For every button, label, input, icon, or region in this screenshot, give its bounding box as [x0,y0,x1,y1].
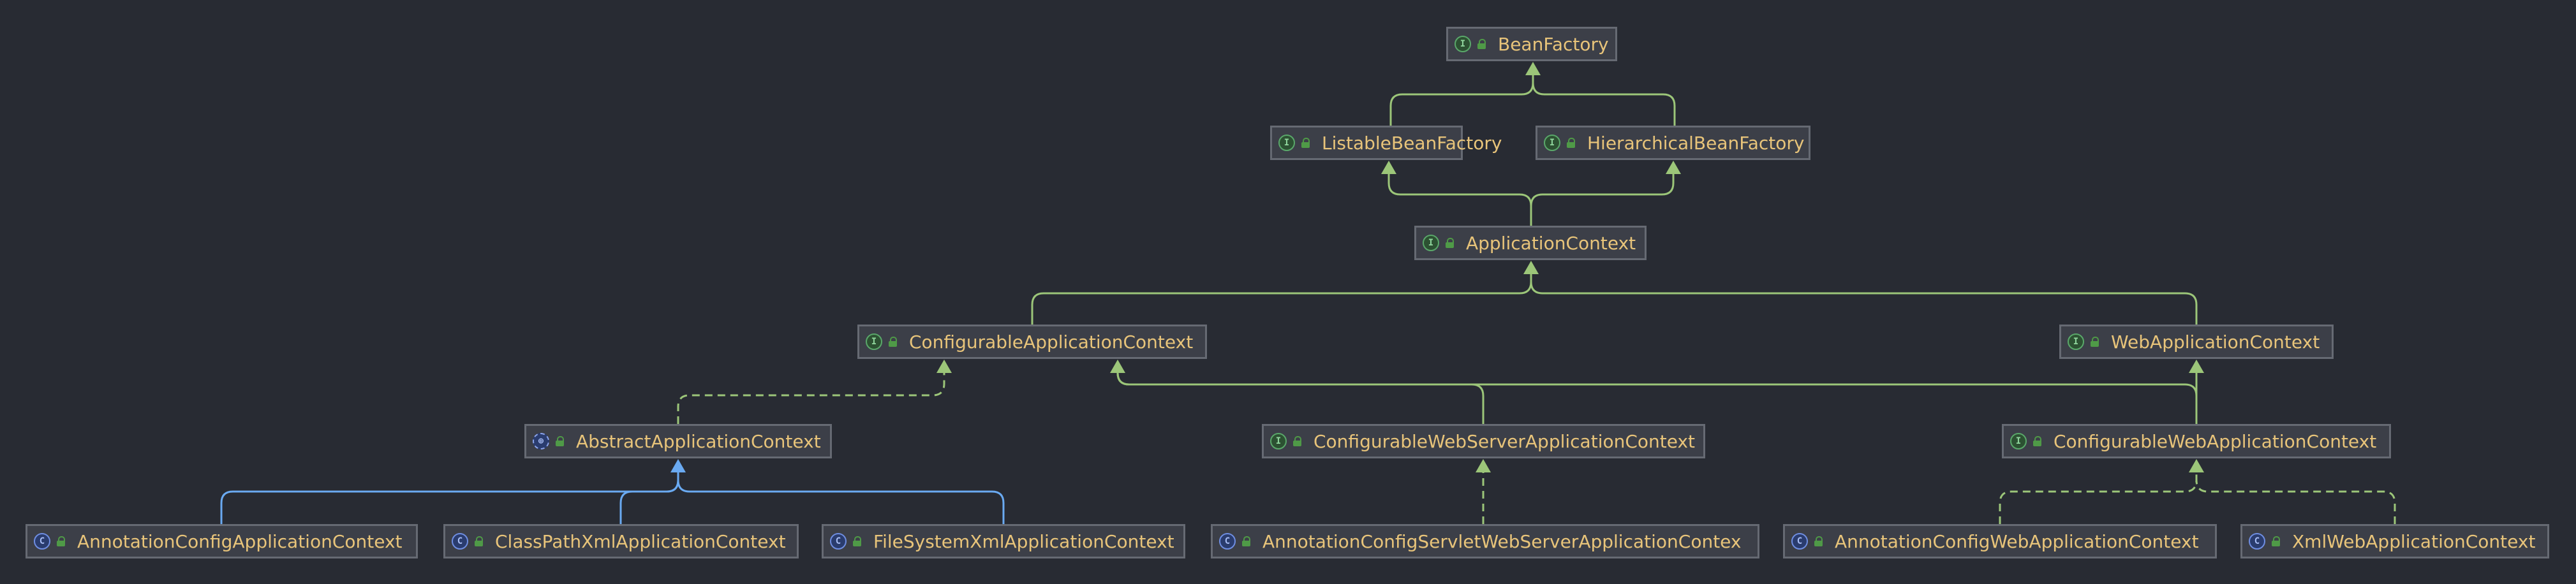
node-label: ApplicationContext [1466,232,1636,254]
public-lock-icon [887,336,899,347]
edge-annotation-config-web-application-context-to-configurable-web-application-context [1999,469,2198,524]
node-bean-factory[interactable]: I BeanFactory [1446,27,1617,61]
edge-web-application-context-to-application-context [1530,270,2198,325]
node-label: AnnotationConfigServletWebServerApplicat… [1262,530,1742,552]
edge-application-context-to-hierarchical-bean-factory [1530,170,1675,226]
node-label: AnnotationConfigApplicationContext [77,530,403,552]
arrowhead-hierarchical-bean-factory [1666,161,1681,174]
node-label: WebApplicationContext [2111,331,2320,353]
edge-file-system-xml-application-context-to-abstract-application-context [677,469,1005,524]
class-icon: C [2249,533,2265,550]
node-file-system-xml-application-context[interactable]: C FileSystemXmlApplicationContext [822,524,1185,558]
node-configurable-application-context[interactable]: I ConfigurableApplicationContext [857,325,1207,359]
node-label: ListableBeanFactory [1322,132,1502,154]
arrowhead-web-application-context [2189,360,2204,373]
public-lock-icon [2089,336,2101,347]
arrowhead-configurable-application-context [936,360,952,373]
public-lock-icon [1566,137,1577,149]
public-lock-icon [554,435,566,447]
edge-xml-web-application-context-to-configurable-web-application-context [2195,469,2396,524]
node-hierarchical-bean-factory[interactable]: I HierarchicalBeanFactory [1536,126,1810,160]
interface-icon: I [1455,36,1471,52]
node-abstract-application-context[interactable]: ⊕ AbstractApplicationContext [524,424,832,458]
node-class-path-xml-application-context[interactable]: C ClassPathXmlApplicationContext [443,524,799,558]
public-lock-icon [473,536,485,547]
interface-icon: I [1278,135,1295,151]
arrowhead-application-context [1523,261,1539,274]
node-application-context[interactable]: I ApplicationContext [1414,226,1647,260]
arrowhead-abstract-application-context [670,459,686,472]
node-label: XmlWebApplicationContext [2292,530,2536,552]
edge-class-path-xml-application-context-to-abstract-application-context [619,469,679,524]
arrowhead-configurable-application-context [1110,360,1125,373]
node-xml-web-application-context[interactable]: C XmlWebApplicationContext [2240,524,2549,558]
public-lock-icon [1444,237,1456,249]
node-label: ConfigurableWebApplicationContext [2054,430,2377,452]
edge-abstract-application-context-to-configurable-application-context [677,369,945,424]
abstract-class-icon: ⊕ [533,433,549,449]
edge-application-context-to-listable-bean-factory [1388,170,1532,226]
public-lock-icon [1300,137,1312,149]
node-label: ConfigurableApplicationContext [909,331,1194,353]
public-lock-icon [1241,536,1252,547]
public-lock-icon [1292,435,1303,447]
edge-hierarchical-bean-factory-to-bean-factory [1532,71,1676,126]
public-lock-icon [1813,536,1825,547]
class-icon: C [34,533,50,550]
edge-configurable-application-context-to-application-context [1031,270,1532,325]
public-lock-icon [2270,536,2282,547]
interface-icon: I [1270,433,1287,449]
node-listable-bean-factory[interactable]: I ListableBeanFactory [1270,126,1502,160]
node-label: AbstractApplicationContext [576,430,821,452]
node-label: ConfigurableWebServerApplicationContext [1314,430,1696,452]
node-annotation-config-application-context[interactable]: C AnnotationConfigApplicationContext [26,524,418,558]
node-configurable-web-server-application-context[interactable]: I ConfigurableWebServerApplicationContex… [1262,424,1705,458]
edge-annotation-config-application-context-to-abstract-application-context [220,469,679,524]
arrowhead-configurable-web-server-application-context [1476,459,1491,472]
edge-listable-bean-factory-to-bean-factory [1389,71,1534,126]
class-icon: C [830,533,847,550]
public-lock-icon [56,536,67,547]
interface-icon: I [1423,235,1439,251]
class-icon: C [1219,533,1236,550]
node-annotation-config-web-application-context[interactable]: C AnnotationConfigWebApplicationContext [1783,524,2217,558]
public-lock-icon [852,536,863,547]
arrowhead-configurable-web-application-context [2189,459,2204,472]
edge-configurable-web-server-application-context-to-configurable-application-context [1116,369,1484,424]
node-annotation-config-servlet-web-server-application-context[interactable]: C AnnotationConfigServletWebServerApplic… [1211,524,1759,558]
public-lock-icon [1476,38,1488,50]
node-label: HierarchicalBeanFactory [1587,132,1805,154]
class-icon: C [1791,533,1808,550]
interface-icon: I [2010,433,2027,449]
node-label: FileSystemXmlApplicationContext [873,530,1174,552]
interface-icon: I [1544,135,1560,151]
interface-icon: I [866,333,882,350]
node-label: BeanFactory [1498,33,1609,55]
interface-icon: I [2068,333,2084,350]
node-label: ClassPathXmlApplicationContext [495,530,786,552]
class-icon: C [452,533,468,550]
node-configurable-web-application-context[interactable]: I ConfigurableWebApplicationContext [2002,424,2391,458]
arrowhead-listable-bean-factory [1381,161,1396,174]
public-lock-icon [2032,435,2043,447]
node-label: AnnotationConfigWebApplicationContext [1835,530,2199,552]
arrowhead-bean-factory [1525,62,1541,75]
edge-configurable-web-application-context-to-configurable-application-context [1116,369,2198,424]
node-web-application-context[interactable]: I WebApplicationContext [2059,325,2334,359]
